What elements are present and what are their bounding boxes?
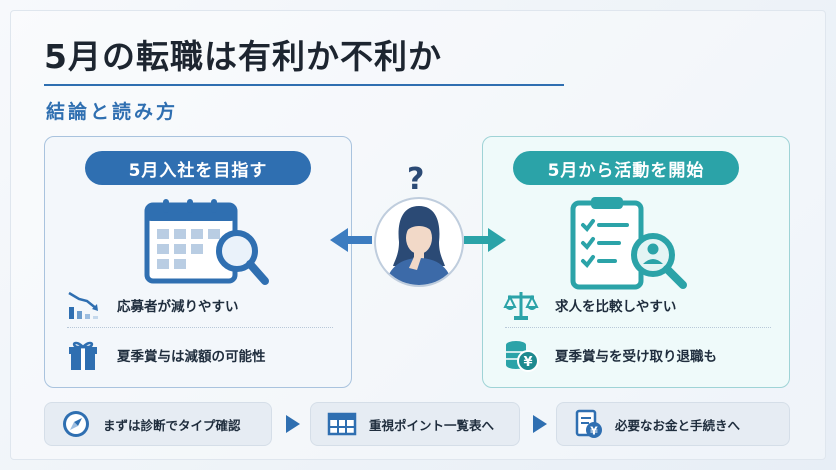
step-priority-table[interactable]: 重視ポイント一覧表へ <box>310 402 520 446</box>
right-divider <box>505 327 771 328</box>
left-item-1: 応募者が減りやすい <box>65 287 335 323</box>
left-item-1-label: 応募者が減りやすい <box>117 299 239 315</box>
compass-icon <box>63 411 89 437</box>
gift-icon <box>69 341 97 370</box>
step-arrow-2-icon <box>533 415 547 433</box>
step-diagnosis-label: まずは診断でタイプ確認 <box>103 417 241 433</box>
right-card-header: 5月から活動を開始 <box>513 151 739 185</box>
arrow-right-icon <box>464 228 506 252</box>
yen-document-icon: ¥ <box>575 409 602 438</box>
right-item-1-label: 求人を比較しやすい <box>555 299 677 315</box>
table-icon <box>327 412 357 436</box>
svg-text:¥: ¥ <box>590 425 598 438</box>
title-underline <box>44 84 564 86</box>
right-item-2: ¥ 夏季賞与を受け取り退職も <box>503 337 773 373</box>
question-mark: ? <box>407 162 425 197</box>
arrow-left-icon <box>330 228 372 252</box>
declining-chart-icon <box>68 291 98 319</box>
thinking-person: ? <box>371 158 467 292</box>
step-priority-table-label: 重視ポイント一覧表へ <box>369 417 495 433</box>
yen-coins-icon: ¥ <box>506 341 539 372</box>
step-arrow-1-icon <box>286 415 300 433</box>
left-card-header: 5月入社を目指す <box>85 151 311 185</box>
page-title: 5月の転職は有利か不利か <box>44 37 442 76</box>
clipboard-search-icon <box>570 197 687 290</box>
right-item-1: 求人を比較しやすい <box>503 287 773 323</box>
left-divider <box>67 327 333 328</box>
left-item-2-label: 夏季賞与は減額の可能性 <box>117 349 266 365</box>
left-card: 5月入社を目指す 応募者が減りやすい <box>44 136 352 388</box>
step-money-procedures[interactable]: ¥ 必要なお金と手続きへ <box>556 402 790 446</box>
right-card: 5月から活動を開始 求人を比較しやすい <box>482 136 790 388</box>
thinking-person-icon <box>374 197 464 287</box>
step-diagnosis[interactable]: まずは診断でタイプ確認 <box>44 402 272 446</box>
page-subtitle: 結論と読み方 <box>46 101 179 123</box>
svg-text:¥: ¥ <box>523 355 532 370</box>
left-item-2: 夏季賞与は減額の可能性 <box>65 337 335 373</box>
balance-scale-icon <box>503 292 539 320</box>
calendar-search-icon <box>144 199 269 285</box>
step-money-procedures-label: 必要なお金と手続きへ <box>615 417 741 433</box>
right-item-2-label: 夏季賞与を受け取り退職も <box>555 349 717 365</box>
